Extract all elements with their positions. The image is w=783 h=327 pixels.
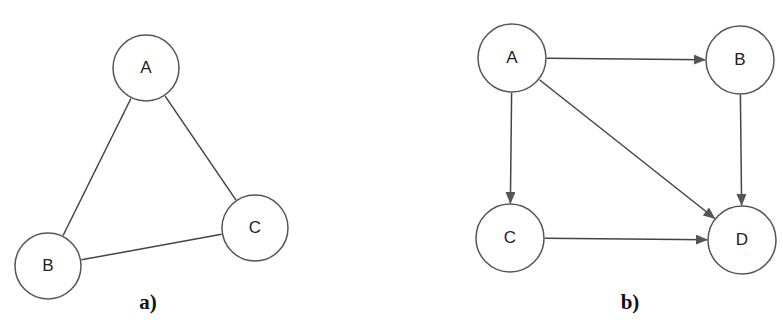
vertex-label: C bbox=[249, 218, 261, 238]
graph-vertex: C bbox=[475, 203, 545, 273]
graph-vertex: B bbox=[14, 232, 82, 300]
edge-arrow bbox=[545, 238, 707, 239]
subfigure-label: a) bbox=[139, 290, 157, 315]
vertex-label: B bbox=[734, 50, 745, 70]
graph-vertex: A bbox=[477, 23, 547, 93]
graph-vertex: C bbox=[221, 194, 289, 262]
vertex-label: D bbox=[736, 230, 748, 250]
vertex-circle bbox=[476, 204, 544, 272]
edge-line bbox=[81, 234, 221, 260]
vertex-circle bbox=[708, 206, 776, 274]
edge-line bbox=[165, 96, 236, 200]
graph-vertex: B bbox=[705, 25, 775, 95]
graph-vertex: A bbox=[112, 34, 180, 102]
vertex-circle bbox=[113, 35, 179, 101]
edge-arrow bbox=[740, 95, 741, 205]
vertex-circle bbox=[222, 195, 288, 261]
graph-vertex: D bbox=[707, 205, 777, 275]
vertex-circle bbox=[478, 24, 546, 92]
vertex-label: A bbox=[140, 58, 151, 78]
edge-arrow bbox=[539, 80, 714, 219]
edge-line bbox=[63, 98, 131, 235]
vertex-circle bbox=[15, 233, 81, 299]
edge-arrow bbox=[547, 58, 705, 59]
subfigure-label: b) bbox=[621, 290, 640, 315]
vertex-circle bbox=[706, 26, 774, 94]
vertex-label: A bbox=[506, 48, 517, 68]
edge-arrow bbox=[510, 93, 511, 203]
vertex-label: B bbox=[42, 256, 53, 276]
vertex-label: C bbox=[504, 228, 516, 248]
